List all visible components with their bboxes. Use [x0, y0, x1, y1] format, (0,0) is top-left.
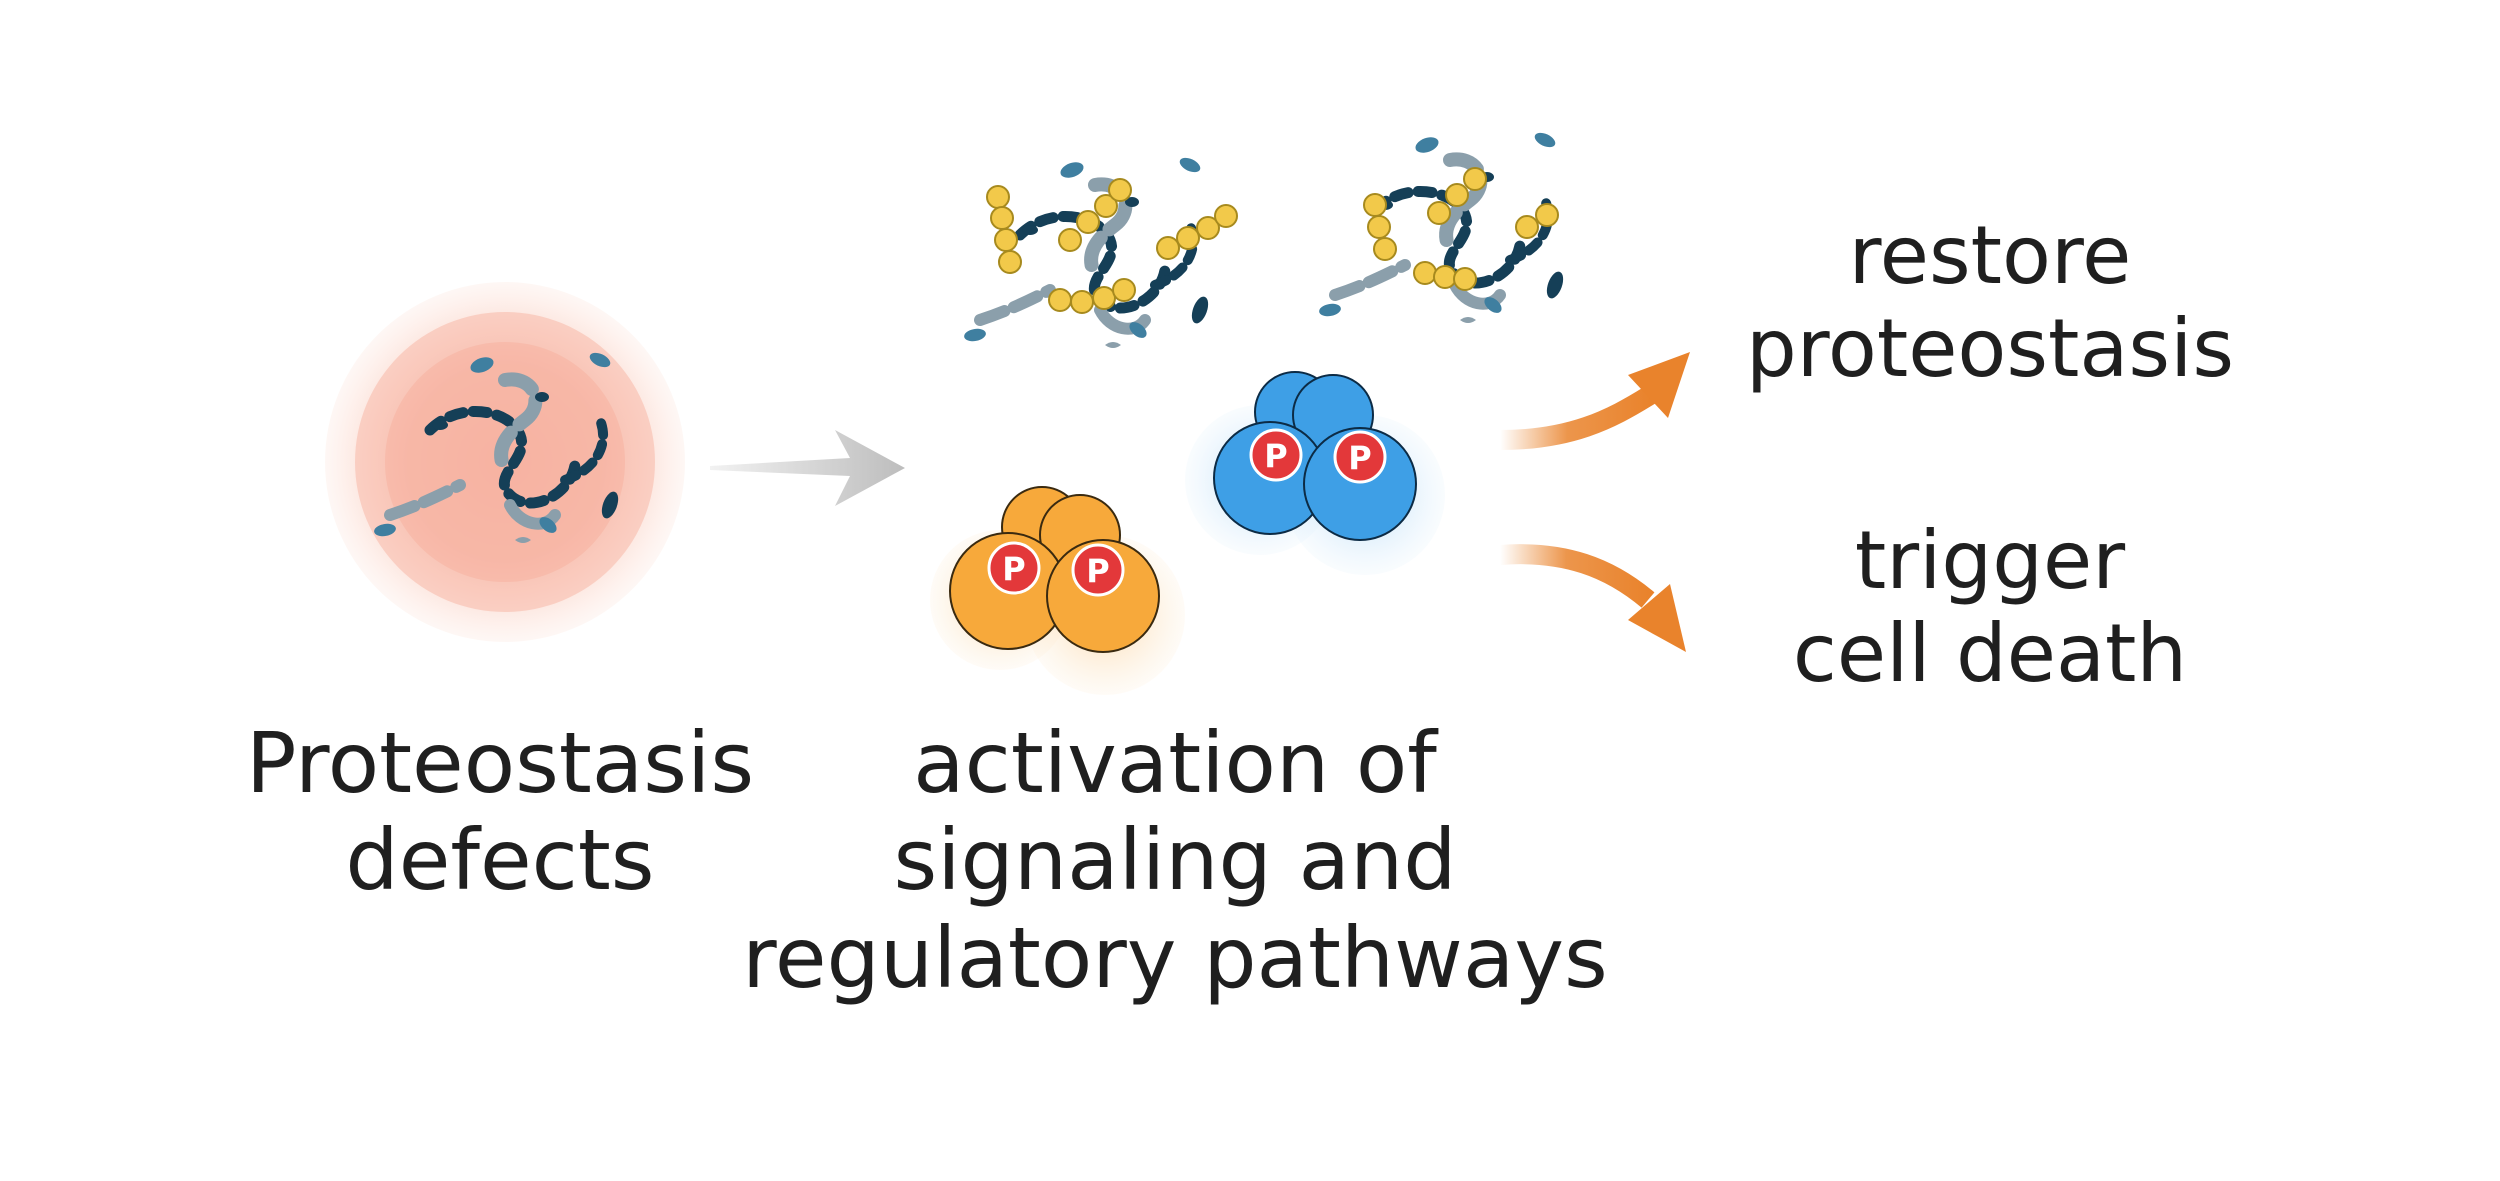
label-proteostasis-defects: Proteostasis defects — [245, 714, 755, 910]
label-trigger-cell-death: trigger cell death — [1792, 514, 2188, 700]
aggregated-protein-icon — [1318, 130, 1566, 323]
aggregated-protein-icon — [963, 155, 1238, 348]
svg-text:P: P — [1086, 552, 1109, 590]
curved-arrow-icon — [1499, 544, 1686, 652]
phospho-marker: P — [1333, 430, 1387, 484]
label-activation-pathways: activation of signaling and regulatory p… — [742, 714, 1608, 1007]
phospho-marker: P — [1249, 428, 1303, 482]
phosphorylated-kinase-icon: P P — [1185, 371, 1445, 575]
svg-text:P: P — [1002, 550, 1025, 588]
arrow-right-icon — [710, 430, 905, 506]
svg-text:P: P — [1264, 437, 1287, 475]
svg-text:P: P — [1348, 439, 1371, 477]
phosphorylated-kinase-icon: P P — [930, 486, 1185, 695]
phospho-marker: P — [987, 541, 1041, 595]
curved-arrow-icon — [1499, 352, 1690, 450]
phospho-marker: P — [1071, 543, 1125, 597]
label-restore-proteostasis: restore proteostasis — [1745, 209, 2235, 395]
